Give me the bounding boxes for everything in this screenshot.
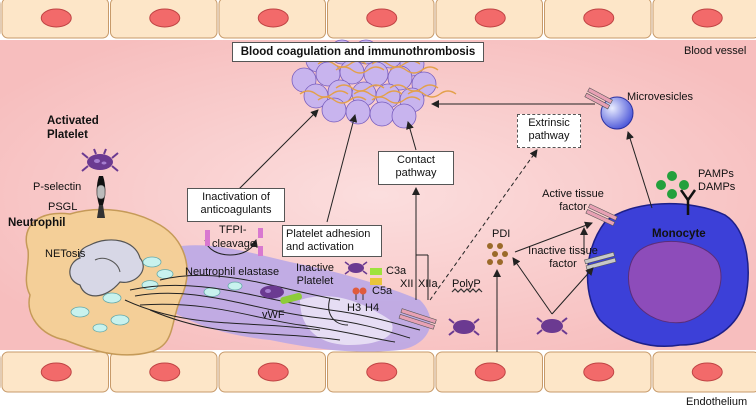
net-granules — [70, 256, 243, 333]
label-pdi: PDI — [492, 228, 511, 240]
clot-cell — [369, 101, 395, 127]
label-h3: H3 — [347, 302, 362, 314]
endothelial-nucleus — [474, 362, 506, 382]
box-platelet-adhesion: Platelet adhesion and activation — [282, 225, 382, 257]
endothelial-nucleus — [583, 8, 615, 28]
label-microvesicles: Microvesicles — [627, 91, 694, 103]
label-polyp: PolyP — [452, 278, 481, 290]
c3a-block — [370, 268, 382, 275]
platelet-bottom-2 — [536, 317, 568, 335]
histones — [352, 287, 367, 300]
arrows — [235, 100, 653, 352]
inactive-platelet — [260, 285, 284, 299]
tfpi-bar-1 — [205, 230, 210, 246]
box-extrinsic-pathway: Extrinsic pathway — [517, 114, 581, 148]
label-c5a: C5a — [372, 285, 393, 297]
endothelial-nucleus — [257, 362, 289, 382]
platelet-small — [344, 261, 368, 275]
pamps-damps-dots — [656, 171, 689, 199]
endothelial-nucleus — [583, 362, 615, 382]
pamp-receptor — [679, 189, 697, 215]
extrinsic-dashed-arrow — [429, 149, 538, 301]
vwf-bar — [280, 292, 302, 305]
membrane-receptor — [398, 308, 437, 330]
platelet-bottom-1 — [448, 318, 480, 336]
region-blood-vessel: Blood vessel — [684, 45, 747, 57]
microvesicle-receptor — [584, 87, 613, 110]
endothelial-nucleus — [474, 8, 506, 28]
clot-cell — [321, 97, 347, 123]
label-neutrophil-elastase: Neutrophil elastase — [185, 266, 280, 278]
tfpi-bar-2 — [258, 228, 263, 238]
activated-platelet — [81, 148, 119, 172]
label-p-selectin: P-selectin — [33, 181, 82, 193]
endothelial-nucleus — [40, 362, 72, 382]
label-activated-platelet: Activated Platelet — [47, 115, 99, 141]
label-xii: XII — [400, 278, 414, 290]
tfpi-bar-3 — [258, 246, 263, 256]
fibrin-strand — [317, 96, 367, 104]
fibrin-strand — [407, 90, 457, 98]
endothelial-nucleus — [691, 8, 723, 28]
label-vwf: vWF — [262, 309, 285, 321]
label-pamps: PAMPs — [698, 168, 734, 180]
region-endothelium: Endothelium — [686, 396, 748, 408]
fibrin-strand — [335, 66, 385, 74]
box-contact-pathway: Contact pathway — [378, 151, 454, 185]
pdi-dots — [487, 243, 508, 265]
label-netosis: NETosis — [45, 248, 86, 260]
endothelial-nucleus — [149, 8, 181, 28]
label-active-tissue-factor: Active tissue factor — [542, 188, 604, 213]
endothelial-nucleus — [257, 8, 289, 28]
neutrophil-nucleus — [69, 239, 144, 297]
net-strands — [124, 274, 421, 343]
c5a-block — [370, 278, 382, 285]
label-inactive-tissue-factor: Inactive tissue factor — [528, 245, 598, 270]
monocyte-nucleus — [627, 240, 722, 324]
label-damps: DAMPs — [698, 181, 736, 193]
label-xiia: XIIa — [418, 278, 438, 290]
label-monocyte: Monocyte — [652, 228, 706, 240]
title-box: Blood coagulation and immunothrombosis — [232, 42, 484, 62]
endothelial-nucleus — [149, 362, 181, 382]
label-tfpi-cleavage: cleavage — [212, 238, 257, 250]
endothelium-top — [0, 0, 756, 39]
endothelial-nucleus — [691, 362, 723, 382]
clot-cell — [391, 103, 417, 129]
endothelial-nucleus — [366, 362, 398, 382]
label-neutrophil: Neutrophil — [8, 217, 66, 229]
endothelial-nucleus — [366, 8, 398, 28]
label-tfpi: TFPI- — [219, 224, 247, 236]
label-h4: H4 — [365, 302, 380, 314]
fibrin-strand — [371, 96, 421, 104]
label-psgl: PSGL — [48, 201, 78, 213]
label-inactive-platelet: Inactive Platelet — [296, 262, 334, 287]
endothelial-nucleus — [40, 8, 72, 28]
polyp-chain — [451, 288, 483, 293]
fibrin-strand — [389, 66, 439, 74]
box-inactivation-anticoagulants: Inactivation of anticoagulants — [187, 188, 285, 222]
active-tf-receptor — [585, 203, 618, 227]
endothelium-bottom — [0, 351, 756, 393]
clot-cell — [345, 99, 371, 125]
label-c3a: C3a — [386, 265, 407, 277]
